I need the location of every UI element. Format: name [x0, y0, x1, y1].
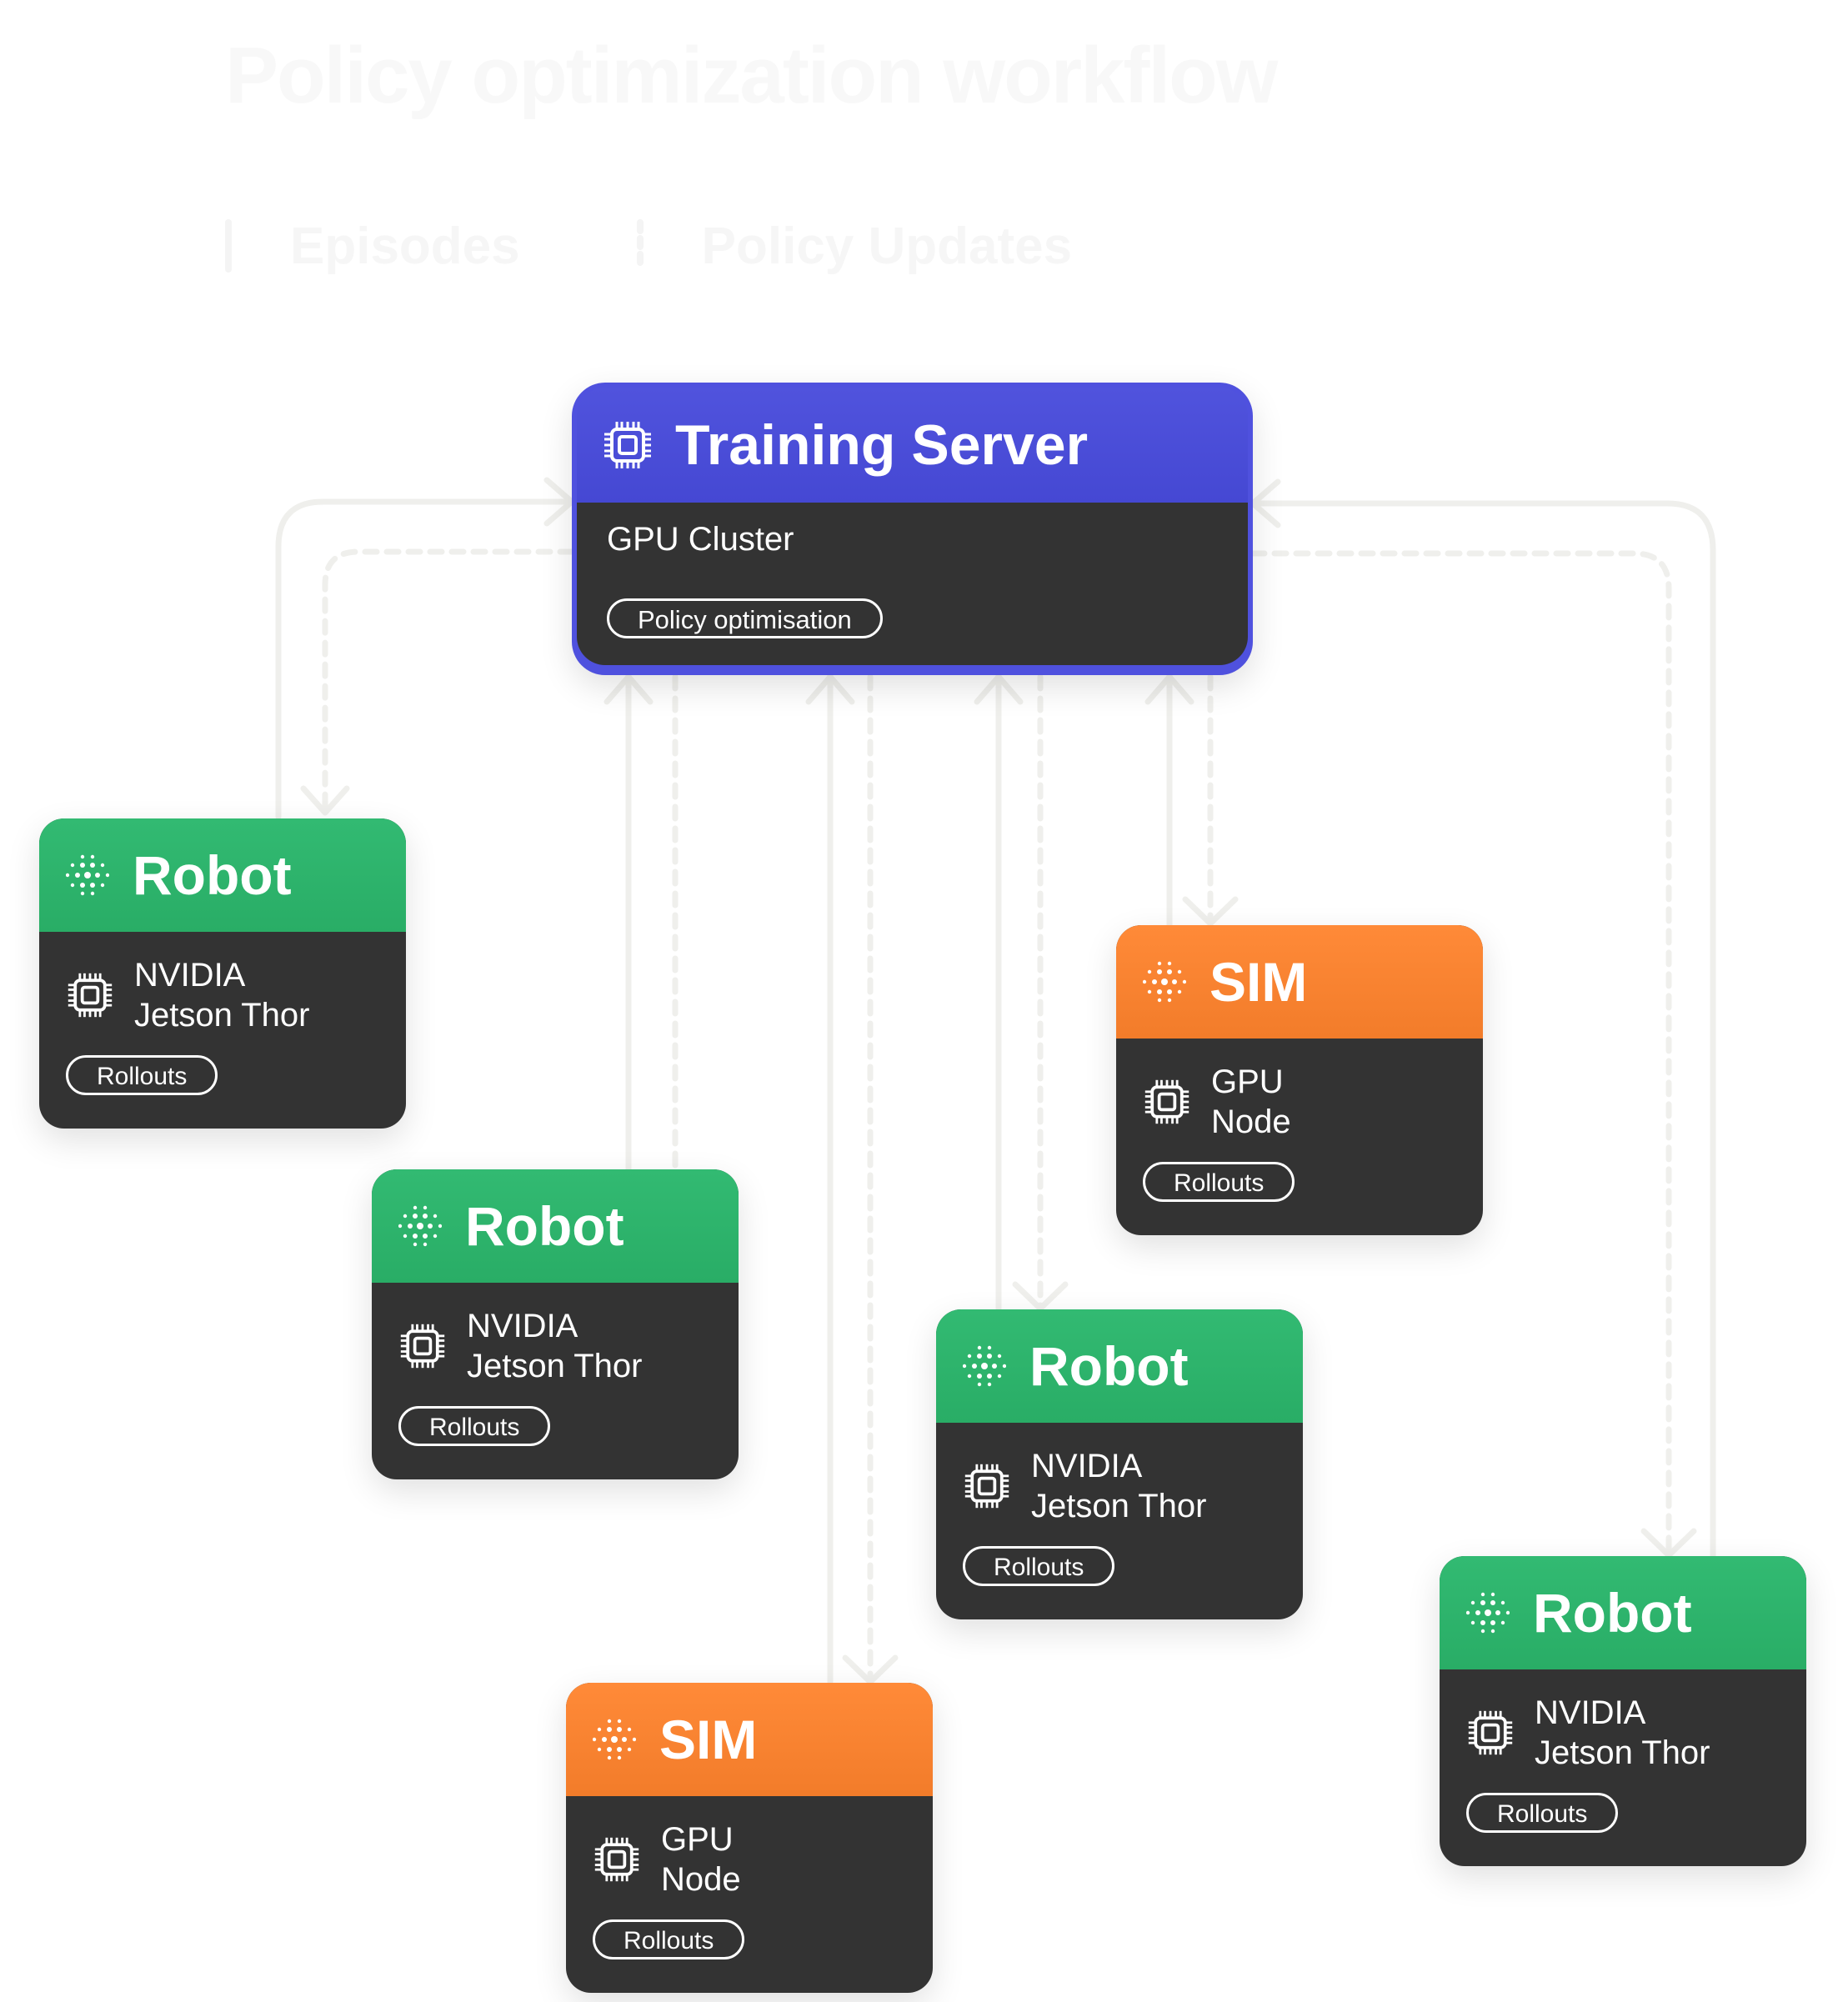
policy-connector-robot-left — [322, 548, 575, 816]
dashed-line-icon — [636, 219, 644, 273]
device-line: NVIDIA — [134, 957, 246, 993]
policy-arrowhead — [1640, 1528, 1697, 1559]
device-line: Jetson Thor — [467, 1348, 643, 1384]
sim-card-title: SIM — [659, 1709, 758, 1770]
rollouts-badge: Rollouts — [1143, 1162, 1295, 1202]
robot-card-title: Robot — [465, 1195, 624, 1257]
sim-card-body: GPU Node Rollouts — [566, 1796, 933, 1959]
sim-card-body: GPU Node Rollouts — [1116, 1039, 1483, 1202]
episode-connector-robot-right — [1250, 500, 1716, 1562]
solid-line-icon — [225, 219, 232, 273]
chip-icon — [398, 1322, 447, 1370]
dot-grid-icon — [66, 853, 109, 897]
legend-label-policy-updates: Policy Updates — [701, 217, 1073, 275]
device-line: Node — [1211, 1104, 1291, 1140]
chip-icon — [963, 1462, 1011, 1510]
device-line: Jetson Thor — [1031, 1488, 1207, 1524]
dot-grid-icon — [398, 1204, 442, 1248]
device-line: Jetson Thor — [134, 997, 310, 1034]
training-server-subtitle: GPU Cluster — [607, 521, 794, 558]
robot-card-header: Robot — [936, 1309, 1303, 1423]
robot-card-body: NVIDIA Jetson Thor Rollouts — [1440, 1669, 1806, 1833]
policy-arrowhead — [1012, 1281, 1069, 1312]
robot-card: Robot — [39, 818, 406, 1129]
device-label: NVIDIA Jetson Thor — [1535, 1693, 1751, 1773]
robot-card: Robot — [1440, 1556, 1806, 1866]
training-server-header: Training Server — [577, 388, 1248, 503]
policy-arrowhead — [1182, 896, 1239, 927]
rollouts-badge: Rollouts — [593, 1919, 745, 1959]
device-label: NVIDIA Jetson Thor — [1031, 1446, 1248, 1526]
sim-card: SIM — [1116, 925, 1483, 1235]
device-line: Jetson Thor — [1535, 1734, 1710, 1771]
episode-arrowhead — [1144, 673, 1194, 705]
rollouts-badge: Rollouts — [1466, 1793, 1619, 1833]
sim-card-header: SIM — [566, 1683, 933, 1796]
device-label: NVIDIA Jetson Thor — [467, 1306, 684, 1386]
device-label: NVIDIA Jetson Thor — [134, 955, 351, 1035]
chip-icon — [593, 1835, 641, 1884]
device-row: NVIDIA Jetson Thor — [963, 1446, 1276, 1526]
device-line: GPU — [661, 1821, 734, 1858]
training-server-body: GPU Cluster Policy optimisation — [577, 503, 1248, 665]
device-row: GPU Node — [1143, 1062, 1456, 1142]
dot-grid-icon — [593, 1718, 636, 1761]
policy-arrowhead — [300, 785, 350, 816]
policy-arrowhead — [842, 1654, 899, 1685]
device-line: NVIDIA — [1535, 1694, 1646, 1731]
rollouts-badge: Rollouts — [398, 1406, 551, 1446]
dot-grid-icon — [1143, 960, 1186, 1004]
robot-card-title: Robot — [1029, 1335, 1189, 1397]
rollouts-badge: Rollouts — [66, 1055, 218, 1095]
sim-card-title: SIM — [1209, 951, 1308, 1013]
legend: Episodes Policy Updates — [217, 208, 1180, 283]
legend-item-policy-updates: Policy Updates — [629, 217, 1072, 276]
episode-connector-robot-left — [275, 498, 575, 820]
device-line: NVIDIA — [467, 1308, 578, 1344]
sim-card: SIM — [566, 1683, 933, 1993]
chip-icon — [1466, 1709, 1515, 1757]
page-title: Policy optimization workflow — [225, 31, 1278, 120]
dot-grid-icon — [1466, 1591, 1510, 1634]
robot-card: Robot — [936, 1309, 1303, 1619]
chip-icon — [66, 971, 114, 1019]
robot-card: Robot — [372, 1169, 739, 1479]
dot-grid-icon — [963, 1344, 1006, 1388]
robot-card-header: Robot — [1440, 1556, 1806, 1669]
robot-card-header: Robot — [39, 818, 406, 932]
robot-card-title: Robot — [1533, 1582, 1692, 1644]
chip-icon — [602, 419, 654, 471]
robot-card-title: Robot — [133, 844, 292, 906]
training-server-title: Training Server — [675, 413, 1089, 477]
device-row: NVIDIA Jetson Thor — [66, 955, 379, 1035]
sim-card-header: SIM — [1116, 925, 1483, 1039]
legend-label-episodes: Episodes — [290, 217, 520, 275]
robot-card-body: NVIDIA Jetson Thor Rollouts — [372, 1283, 739, 1446]
policy-optimisation-badge: Policy optimisation — [607, 598, 883, 638]
robot-card-header: Robot — [372, 1169, 739, 1283]
episode-arrowhead — [1250, 478, 1281, 528]
training-server-card: Training Server GPU Cluster Policy optim… — [572, 383, 1253, 675]
device-line: Node — [661, 1861, 741, 1898]
device-row: NVIDIA Jetson Thor — [398, 1306, 712, 1386]
legend-item-episodes: Episodes — [217, 217, 520, 276]
episode-arrowhead — [805, 673, 855, 705]
episode-arrowhead — [603, 673, 654, 705]
device-line: NVIDIA — [1031, 1448, 1143, 1484]
device-label: GPU Node — [661, 1819, 878, 1899]
device-label: GPU Node — [1211, 1062, 1428, 1142]
robot-card-body: NVIDIA Jetson Thor Rollouts — [39, 932, 406, 1095]
rollouts-badge: Rollouts — [963, 1546, 1115, 1586]
policy-connector-robot-right — [1250, 550, 1672, 1559]
chip-icon — [1143, 1078, 1191, 1126]
episode-arrowhead — [974, 673, 1024, 705]
device-line: GPU — [1211, 1064, 1284, 1100]
robot-card-body: NVIDIA Jetson Thor Rollouts — [936, 1423, 1303, 1586]
device-row: GPU Node — [593, 1819, 906, 1899]
device-row: NVIDIA Jetson Thor — [1466, 1693, 1780, 1773]
